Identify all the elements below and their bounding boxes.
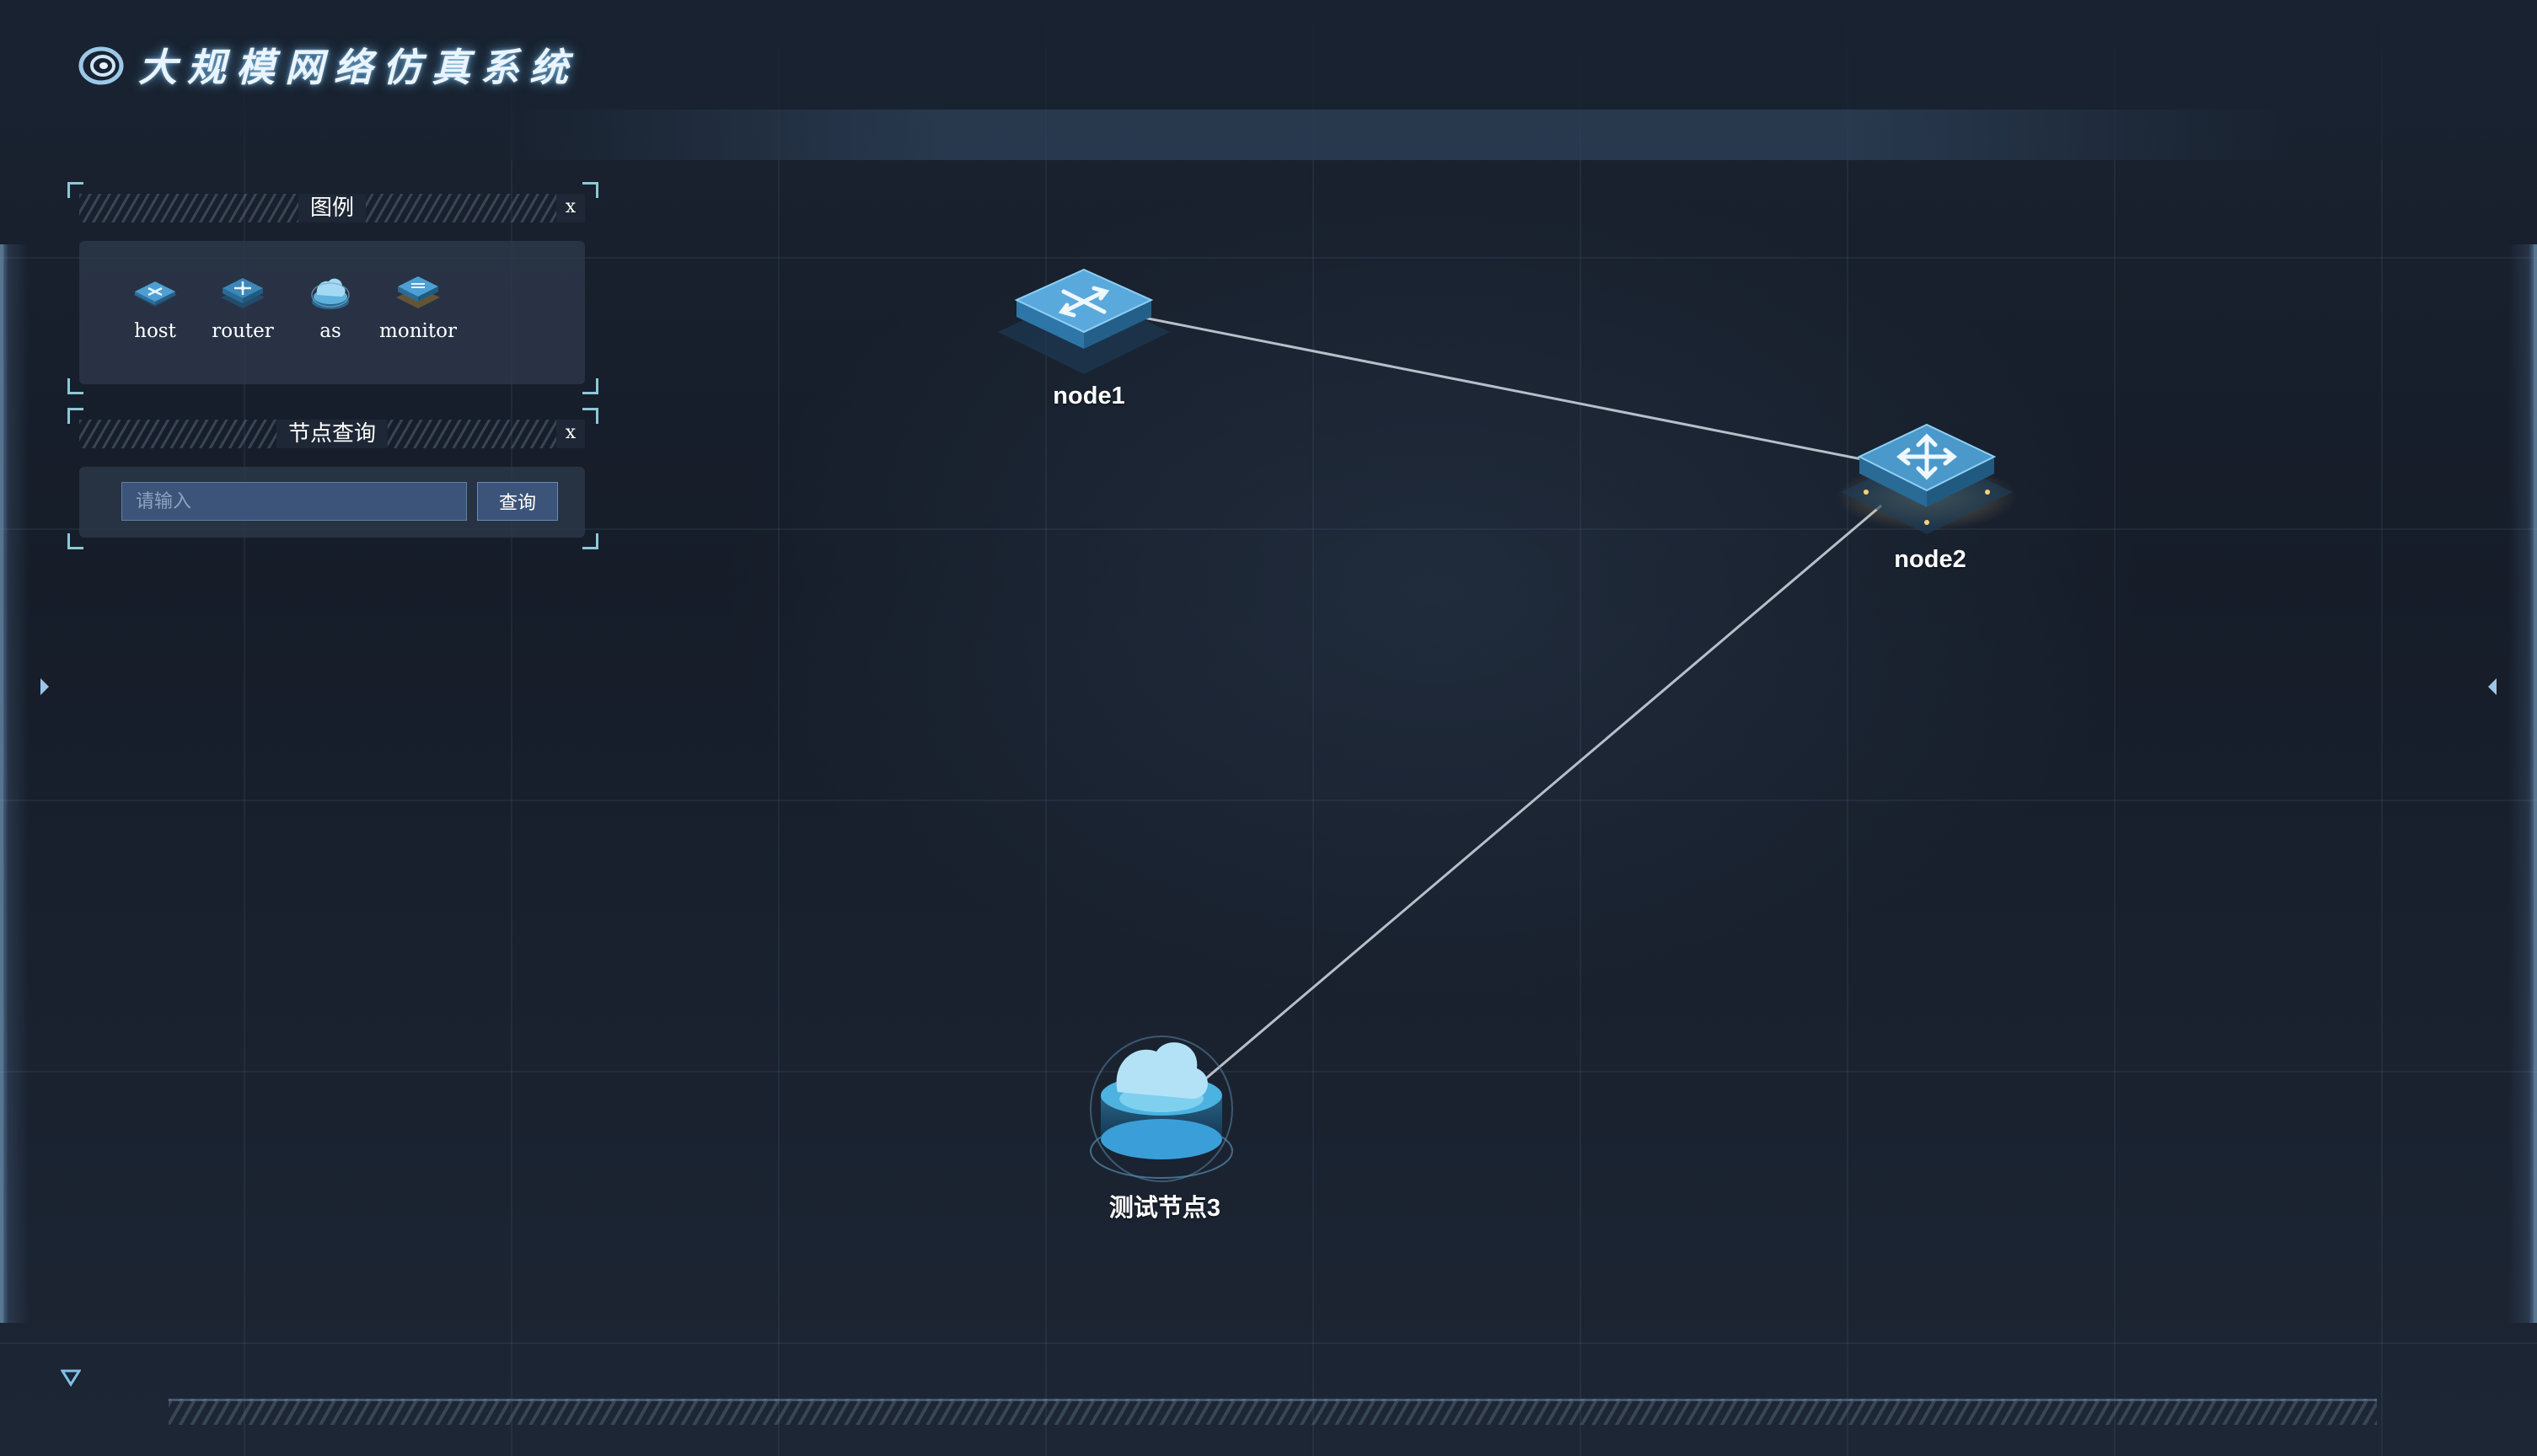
node-query-panel: 节点查询 x 查询 (67, 408, 598, 549)
query-panel-body: 查询 (79, 467, 585, 538)
panel-corner (67, 533, 83, 549)
legend-label-as: as (319, 320, 341, 342)
app-header: 大规模网络仿真系统 (0, 0, 2537, 160)
host-icon (133, 281, 177, 307)
bottom-decor-bar (169, 1399, 2377, 1425)
panel-corner (582, 182, 598, 198)
panel-corner (582, 533, 598, 549)
topology-link-node1-node2[interactable] (1139, 315, 1867, 462)
topology-link-node2-node3[interactable] (1201, 504, 1882, 1084)
node1-host-icon[interactable] (998, 268, 1170, 374)
node3-as-icon[interactable] (1090, 1036, 1233, 1182)
panel-corner (67, 182, 83, 198)
query-button[interactable]: 查询 (477, 482, 558, 521)
header-glow-band (506, 110, 2293, 160)
as-icon (311, 278, 350, 309)
node2-router-icon[interactable] (1836, 423, 2018, 534)
legend-label-router: router (212, 320, 274, 342)
expand-down-triangle-icon[interactable] (61, 1368, 81, 1387)
legend-panel-title: 图例 (298, 194, 367, 222)
panel-corner (67, 408, 83, 424)
logo-icon (78, 46, 124, 85)
right-collapse-arrow-icon[interactable] (2488, 678, 2497, 695)
legend-item-router: router (201, 271, 285, 342)
legend-close-button[interactable]: x (556, 194, 585, 222)
node1-label: node1 (1053, 383, 1125, 410)
left-collapse-arrow-icon[interactable] (40, 678, 49, 695)
legend-label-host: host (134, 320, 176, 342)
panel-corner (67, 378, 83, 394)
router-icon (221, 278, 265, 308)
query-close-button[interactable]: x (556, 420, 585, 448)
legend-panel-header: 图例 x (79, 194, 585, 222)
legend-item-monitor: monitor (376, 271, 460, 342)
panel-corner (582, 378, 598, 394)
legend-panel: 图例 x host (67, 182, 598, 394)
monitor-icon (396, 276, 440, 308)
query-panel-title: 节点查询 (276, 420, 389, 448)
node3-label: 测试节点3 (1108, 1195, 1221, 1222)
node2-label: node2 (1894, 546, 1966, 573)
panel-corner (582, 408, 598, 424)
node-search-input[interactable] (121, 482, 467, 521)
right-frame-edge (2508, 244, 2537, 1323)
query-panel-header: 节点查询 x (79, 420, 585, 448)
legend-label-monitor: monitor (379, 320, 457, 342)
left-frame-edge (0, 244, 29, 1323)
legend-panel-body: host router (79, 241, 585, 384)
legend-item-as: as (288, 271, 373, 342)
legend-item-host: host (113, 271, 197, 342)
app-title: 大规模网络仿真系统 (138, 45, 578, 90)
